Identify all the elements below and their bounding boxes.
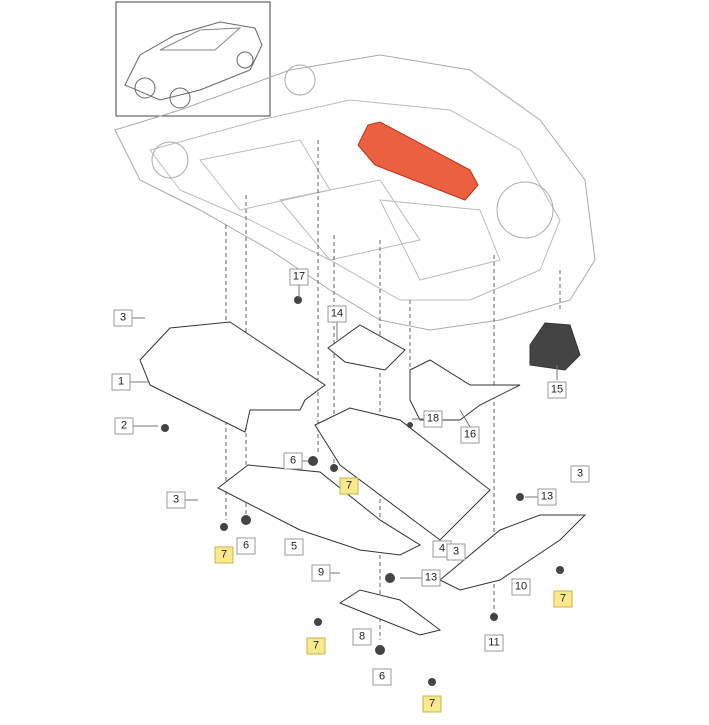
panel-4 [314, 407, 491, 541]
callout-3: 3 [446, 543, 466, 561]
callout-7-highlighted: 7 [553, 590, 573, 608]
callout-3: 3 [113, 309, 133, 327]
callout-14: 14 [327, 305, 347, 323]
callout-17: 17 [289, 268, 309, 286]
callout-7-highlighted: 7 [306, 637, 326, 655]
leader-lines [129, 285, 558, 579]
callout-18: 18 [423, 410, 443, 428]
callout-8: 8 [352, 628, 372, 646]
panel-14 [327, 324, 406, 371]
panel-8 [338, 589, 442, 636]
callout-3: 3 [166, 491, 186, 509]
fasteners [161, 296, 564, 686]
callout-13: 13 [537, 488, 557, 506]
callout-6: 6 [372, 668, 392, 686]
panel-15 [529, 322, 581, 371]
callout-2: 2 [114, 417, 134, 435]
callout-16: 16 [460, 426, 480, 444]
panel-16 [409, 359, 521, 421]
callout-13: 13 [421, 569, 441, 587]
callout-15: 15 [547, 381, 567, 399]
callout-10: 10 [511, 578, 531, 596]
callout-6: 6 [283, 452, 303, 470]
vehicle-underbody [114, 54, 596, 331]
callout-7-highlighted: 7 [214, 546, 234, 564]
callout-1: 1 [111, 373, 131, 391]
vehicle-inset [115, 1, 271, 117]
underbody-panels [139, 321, 587, 636]
callout-3: 3 [570, 465, 590, 483]
callout-7-highlighted: 7 [339, 477, 359, 495]
panel-1 [139, 321, 326, 433]
callout-6: 6 [236, 537, 256, 555]
callout-5: 5 [284, 538, 304, 556]
callout-7-highlighted: 7 [422, 695, 442, 713]
callout-9: 9 [311, 564, 331, 582]
panel-10 [439, 514, 587, 591]
panel-5 [217, 464, 422, 556]
highlighted-tunnel-part [357, 121, 479, 201]
callout-11: 11 [484, 634, 504, 652]
